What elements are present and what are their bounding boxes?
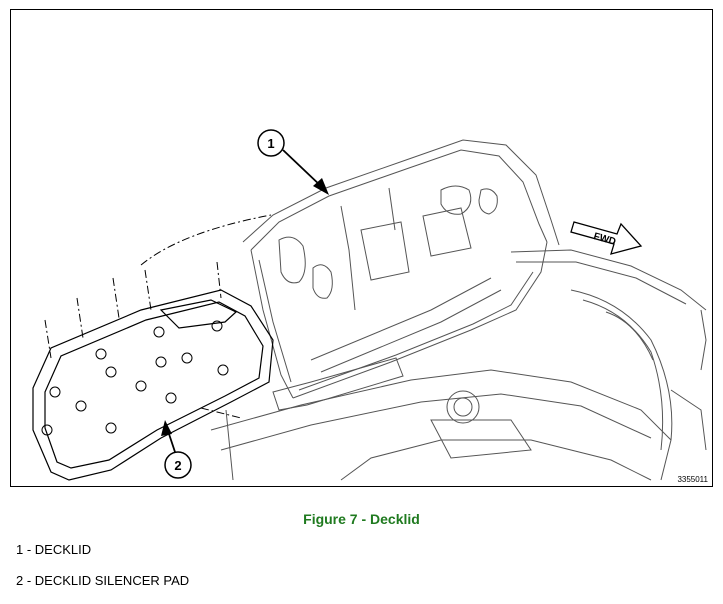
decklid-figure: 1 2 FWD 3355011 <box>10 9 713 487</box>
legend-list: 1 - DECKLID 2 - DECKLID SILENCER PAD <box>16 542 189 604</box>
fwd-arrow <box>570 221 643 255</box>
vehicle-body <box>210 139 707 481</box>
callout-1 <box>257 129 329 195</box>
figure-image-id: 3355011 <box>677 475 708 484</box>
callout-2 <box>161 420 192 479</box>
decklid-illustration <box>32 129 707 481</box>
decklid-silencer-pad <box>32 289 274 481</box>
legend-item-decklid: 1 - DECKLID <box>16 542 92 557</box>
legend-item-decklid-silencer-pad: 2 - DECKLID SILENCER PAD <box>16 573 190 588</box>
removal-path-lines <box>44 214 272 419</box>
figure-caption: Figure 7 - Decklid <box>303 511 420 527</box>
